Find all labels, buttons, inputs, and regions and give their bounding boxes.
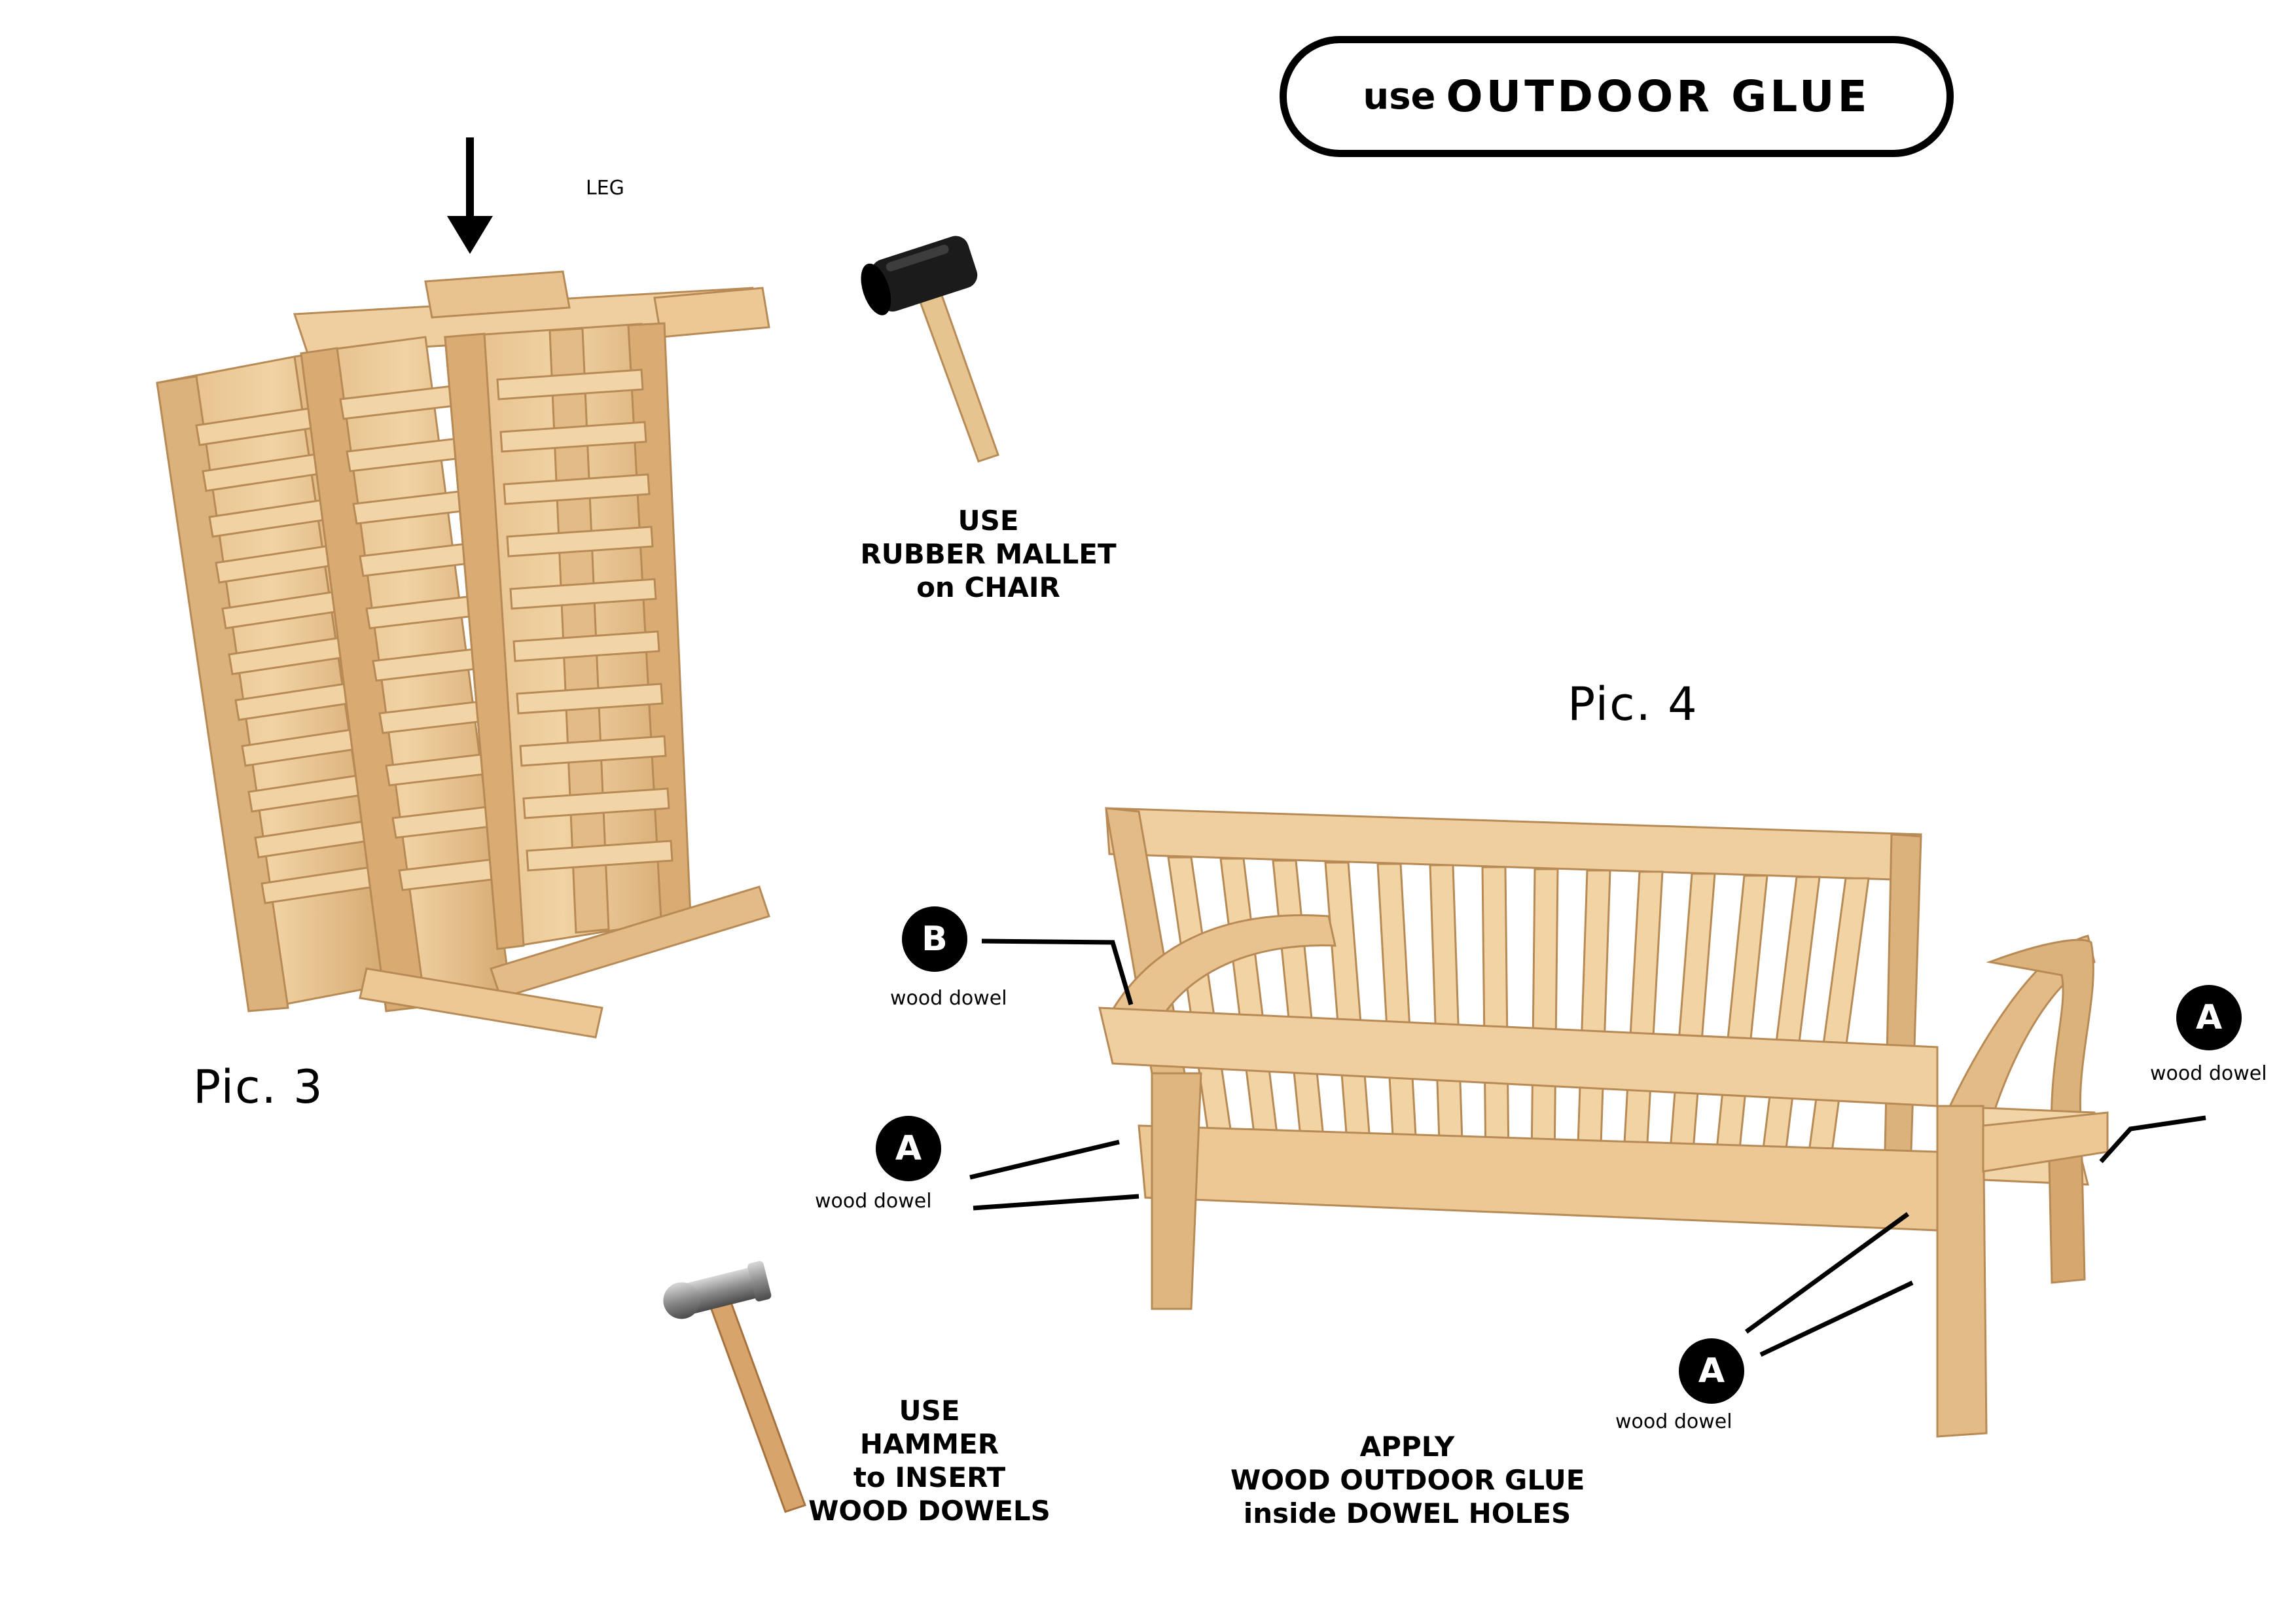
dowel-badge-a: A — [876, 1116, 941, 1181]
pic3-chair-panels — [156, 270, 770, 1039]
leg-arrow-icon — [447, 137, 493, 254]
hammer-note: USE HAMMER to INSERT WOOD DOWELS — [792, 1394, 1067, 1527]
mallet-note: USE RUBBER MALLET on CHAIR — [851, 504, 1126, 604]
glue-note: APPLY WOOD OUTDOOR GLUE inside DOWEL HOL… — [1230, 1430, 1585, 1530]
hammer-icon — [663, 1260, 806, 1513]
banner-prefix: use — [1363, 75, 1436, 118]
dowel-caption: wood dowel — [890, 987, 1007, 1010]
glue-note-line: inside DOWEL HOLES — [1243, 1497, 1571, 1529]
mallet-note-line: USE — [958, 505, 1019, 537]
pic4-bench — [1098, 807, 2109, 1438]
dowel-badge-a: A — [1679, 1338, 1744, 1404]
dowel-caption: wood dowel — [815, 1190, 932, 1213]
hammer-note-line: HAMMER — [859, 1428, 999, 1460]
mallet-note-line: on CHAIR — [916, 571, 1060, 603]
glue-note-line: APPLY — [1359, 1431, 1455, 1463]
dowel-caption: wood dowel — [2150, 1062, 2267, 1085]
pic4-label: Pic. 4 — [1568, 677, 1698, 731]
hammer-note-line: USE — [899, 1395, 960, 1427]
leg-label: LEG — [586, 177, 624, 200]
hammer-note-line: to INSERT — [853, 1461, 1006, 1493]
dowel-caption: wood dowel — [1615, 1410, 1732, 1433]
banner-title: OUTDOOR GLUE — [1446, 71, 1871, 122]
dowel-badge-b: B — [902, 906, 967, 972]
mallet-note-line: RUBBER MALLET — [860, 538, 1117, 570]
pic3-label: Pic. 3 — [193, 1060, 324, 1114]
leader-lines — [969, 938, 2206, 1357]
dowel-badge-a: A — [2176, 985, 2242, 1050]
hammer-note-line: WOOD DOWELS — [808, 1495, 1050, 1527]
rubber-mallet-icon — [861, 236, 999, 463]
outdoor-glue-banner: use OUTDOOR GLUE — [1280, 36, 1954, 157]
glue-note-line: WOOD OUTDOOR GLUE — [1230, 1464, 1585, 1496]
